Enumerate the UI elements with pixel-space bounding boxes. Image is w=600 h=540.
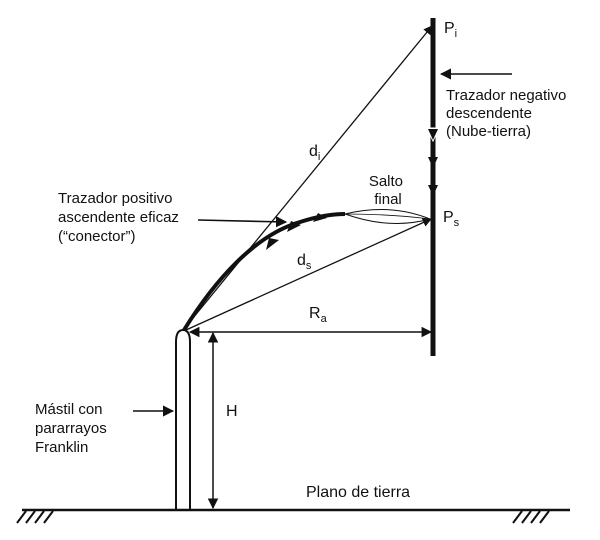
label-pi: Pi	[444, 20, 457, 40]
label-h: H	[226, 403, 238, 420]
final-jump	[344, 209, 431, 224]
distance-di-line	[183, 25, 433, 330]
distance-ds-line	[185, 218, 432, 331]
label-ascending-leader: Trazador positivo ascendente eficaz (“co…	[58, 190, 183, 245]
label-ds: ds	[297, 252, 312, 272]
label-ground-plane: Plano de tierra	[306, 484, 410, 501]
label-di: di	[309, 143, 320, 163]
ascending-leader-arrow	[266, 238, 279, 250]
descending-leader	[426, 18, 440, 356]
label-ra: Ra	[309, 305, 328, 325]
ascending-leader-pointer	[197, 216, 288, 228]
ascending-leader	[182, 212, 346, 332]
mast	[175, 328, 191, 510]
label-descending-leader: Trazador negativo descendente (Nube-tier…	[446, 87, 571, 140]
ground-plane	[16, 508, 570, 524]
ascending-leader-arrow	[287, 221, 301, 232]
label-mast: Mástil con pararrayos Franklin	[35, 401, 111, 456]
label-final-jump: Salto final	[369, 173, 407, 208]
label-ps: Ps	[443, 209, 460, 229]
ascending-leader-arrow	[313, 213, 327, 222]
